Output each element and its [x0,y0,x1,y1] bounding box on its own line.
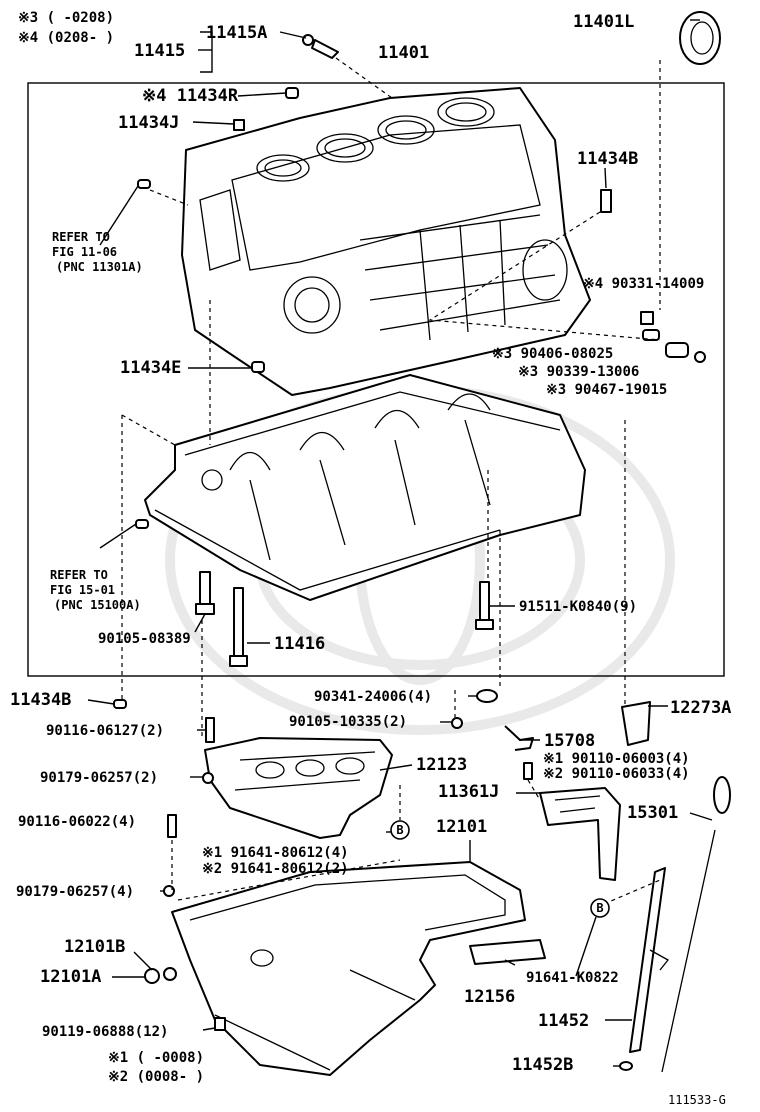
label-90116-06127: 90116-06127(2) [46,723,164,739]
footnote-2: ※2 (0008- ) [108,1069,204,1085]
label-12101: 12101 [436,817,487,837]
label-90116-06022: 90116-06022(4) [18,814,136,830]
dipstick-drawing [661,776,731,1073]
refer-fig-15-01-line2: FIG 15-01 [50,583,115,597]
bolt-11416-drawing [229,587,248,667]
label-11416: 11416 [274,634,325,654]
label-12273A: 12273A [670,698,731,718]
label-11401L: 11401L [573,12,634,32]
label-91641-K0822: 91641-K0822 [526,970,619,986]
svg-text:B: B [396,823,403,837]
label-11415: 11415 [134,41,185,61]
label-11434E: 11434E [120,358,181,378]
labels: ※3 ( -0208) ※4 (0208- ) 11415A 11415 114… [10,10,731,1107]
label-90110-06003: ※1 90110-06003(4) [543,751,690,767]
label-91641-80612-2: ※2 91641-80612(2) [202,861,349,877]
bolt-90105-08389-drawing [195,571,215,615]
label-90179-06257-b: 90179-06257(4) [16,884,134,900]
refer-fig-15-01-line3: (PNC 15100A) [54,598,141,612]
refer-fig-15-01-line1: REFER TO [50,568,108,582]
label-90467-19015: ※3 90467-19015 [546,382,667,398]
refer-fig-11-06-line1: REFER TO [52,230,110,244]
label-11434B-left: 11434B [10,690,71,710]
callout-b-marker-2: B [590,898,610,918]
svg-text:B: B [596,901,603,915]
label-90105-08389: 90105-08389 [98,631,191,647]
label-11361J: 11361J [438,782,499,802]
leader-lines [87,19,713,1067]
label-90119-06888: 90119-06888(12) [42,1024,168,1040]
label-11452B: 11452B [512,1055,573,1075]
label-12123: 12123 [416,755,467,775]
label-12101B: 12101B [64,937,125,957]
label-15708: 15708 [544,731,595,751]
label-90341-24006: 90341-24006(4) [314,689,432,705]
footnote-3: ※3 ( -0208) [18,10,114,26]
label-11401: 11401 [378,43,429,63]
footnote-1: ※1 ( -0008) [108,1050,204,1066]
refer-fig-11-06-line2: FIG 11-06 [52,245,117,259]
small-fasteners [113,34,706,1071]
label-90179-06257-a: 90179-06257(2) [40,770,158,786]
dashed-alignment-lines [121,57,661,905]
diagram-number: 111533-G [668,1093,726,1107]
strainer-gasket-drawing [469,939,546,965]
label-11434J: 11434J [118,113,179,133]
label-12156: 12156 [464,987,515,1007]
label-11452: 11452 [538,1011,589,1031]
footnote-4: ※4 (0208- ) [18,30,114,46]
pcv-plate-drawing [621,701,651,746]
baffle-plate-drawing [204,737,393,839]
label-11434B-top: 11434B [577,149,638,169]
oil-pan-drawing [171,861,526,1076]
label-12101A: 12101A [40,967,101,987]
bedplate-drawing [144,374,586,601]
bolt-91511-drawing [475,581,494,630]
label-90406-08025: ※3 90406-08025 [492,346,613,362]
label-91641-80612-1: ※1 91641-80612(4) [202,845,349,861]
label-90331-14009: ※4 90331-14009 [583,276,704,292]
callout-b-marker-1: B [390,820,410,840]
label-90105-10335: 90105-10335(2) [289,714,407,730]
cylinder-block-drawing [181,87,591,396]
label-90339-13006: ※3 90339-13006 [518,364,639,380]
dipstick-guide-drawing [629,867,669,1053]
strainer-drawing [539,787,621,881]
label-11415A: 11415A [206,23,267,43]
label-91511-K0840: 91511-K0840(9) [519,599,637,615]
oil-seal-drawing [679,11,721,65]
refer-fig-11-06-line3: (PNC 11301A) [56,260,143,274]
label-90110-06033: ※2 90110-06033(4) [543,766,690,782]
label-15301: 15301 [627,803,678,823]
label-11434R: ※4 11434R [142,86,239,106]
assembly-frame [27,82,725,677]
